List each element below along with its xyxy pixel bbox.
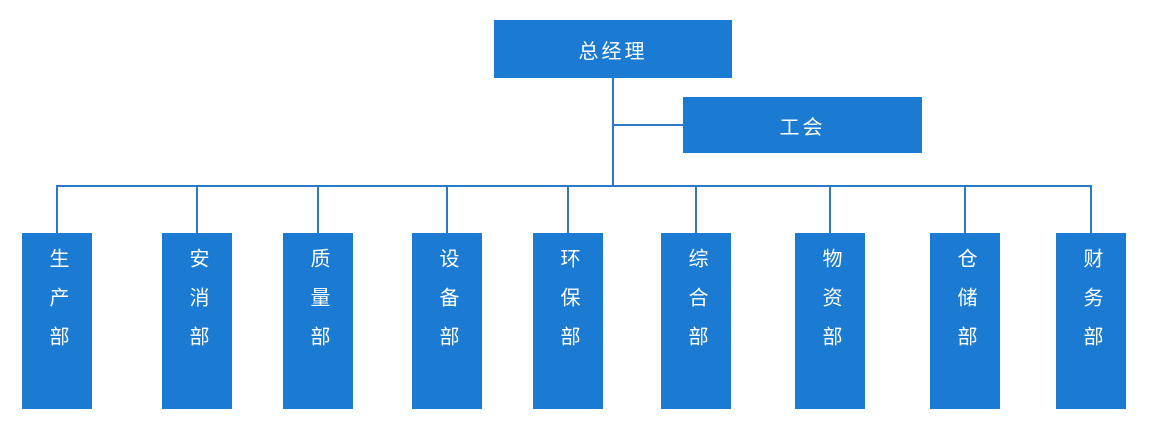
org-node-labor-union-label: 工会 <box>779 116 826 139</box>
connector-drop-line-equipment <box>446 185 448 233</box>
org-node-materials-dept[interactable]: 物资部 <box>795 233 865 409</box>
connector-drop-line-finance <box>1090 185 1092 233</box>
org-node-labor-union[interactable]: 工会 <box>683 97 922 153</box>
org-node-general-manager-label: 总经理 <box>578 40 648 63</box>
org-node-environment-dept[interactable]: 环保部 <box>533 233 603 409</box>
org-node-environment-dept-label: 环保部 <box>557 248 579 365</box>
org-node-general-affairs-dept-label: 综合部 <box>685 248 707 365</box>
connector-union-line <box>613 124 683 126</box>
org-node-equipment-dept[interactable]: 设备部 <box>412 233 482 409</box>
org-node-production-dept[interactable]: 生产部 <box>22 233 92 409</box>
connector-main-rail-line <box>56 185 1092 187</box>
org-node-quality-dept[interactable]: 质量部 <box>283 233 353 409</box>
connector-drop-line-safety-fire <box>196 185 198 233</box>
connector-trunk-line <box>612 78 614 186</box>
org-node-materials-dept-label: 物资部 <box>819 248 841 365</box>
org-node-production-dept-label: 生产部 <box>46 248 68 365</box>
org-node-finance-dept-label: 财务部 <box>1080 248 1102 365</box>
connector-drop-line-production <box>56 185 58 233</box>
org-node-safety-fire-dept[interactable]: 安消部 <box>162 233 232 409</box>
org-node-general-affairs-dept[interactable]: 综合部 <box>661 233 731 409</box>
org-node-equipment-dept-label: 设备部 <box>436 248 458 365</box>
org-node-quality-dept-label: 质量部 <box>307 248 329 365</box>
org-node-general-manager[interactable]: 总经理 <box>494 20 732 78</box>
org-node-safety-fire-dept-label: 安消部 <box>186 248 208 365</box>
org-node-finance-dept[interactable]: 财务部 <box>1056 233 1126 409</box>
connector-drop-line-general-affairs <box>695 185 697 233</box>
org-node-warehouse-dept-label: 仓储部 <box>954 248 976 365</box>
connector-drop-line-quality <box>317 185 319 233</box>
org-node-warehouse-dept[interactable]: 仓储部 <box>930 233 1000 409</box>
connector-drop-line-environment <box>567 185 569 233</box>
connector-drop-line-materials <box>829 185 831 233</box>
connector-drop-line-warehouse <box>964 185 966 233</box>
